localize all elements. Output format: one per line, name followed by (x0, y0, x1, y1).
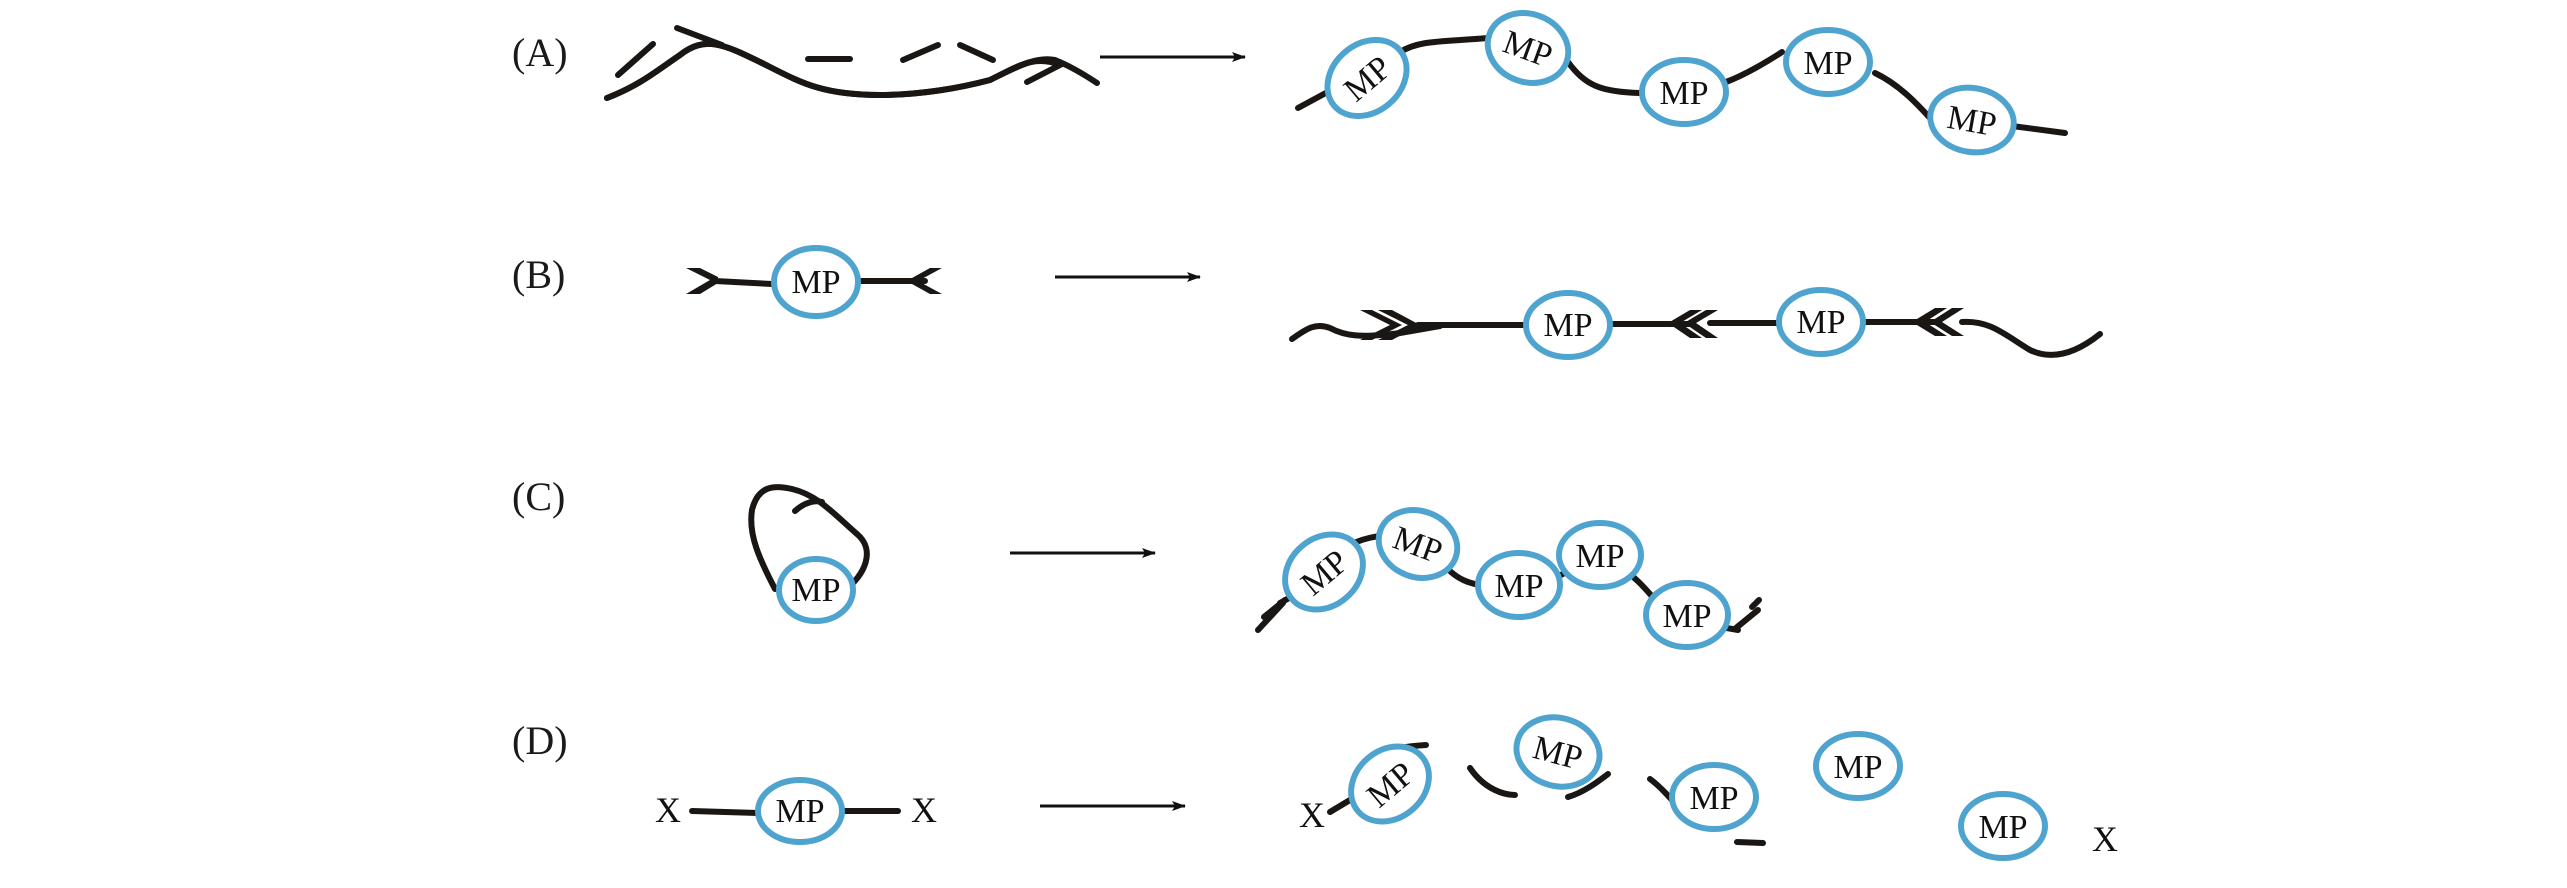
unit-ring (1513, 714, 1603, 790)
unit-label: MP (1944, 99, 1999, 144)
backbone (1959, 318, 2103, 358)
end-group-x: X (2092, 819, 2118, 859)
monomer-b: MP (686, 245, 942, 319)
chevron-end-left (686, 268, 718, 294)
product-c: MP MP MP MP MP (1255, 507, 1762, 650)
monomer-a (604, 25, 1100, 101)
unit-label: MP (1494, 568, 1543, 605)
end-group-x: X (1299, 795, 1325, 835)
end-group-x: X (911, 790, 937, 830)
vinyl-end (1749, 597, 1762, 610)
unit: MP (1513, 714, 1603, 790)
unit-ring (1484, 10, 1572, 86)
ring-strand (748, 484, 870, 593)
segment (900, 42, 941, 63)
unit-ring (1375, 507, 1461, 581)
unit-ring (1776, 287, 1866, 357)
unit-ring (1669, 762, 1759, 832)
segment (957, 42, 996, 63)
panel-label-c: (C) (512, 474, 565, 519)
unit: MP (1556, 520, 1644, 590)
unit: MP (1639, 57, 1729, 127)
unit: MP (1324, 37, 1410, 119)
unit-ring (771, 245, 861, 319)
unit: MP (1348, 743, 1432, 825)
unit-ring (1958, 791, 2048, 861)
unit-ring (1348, 743, 1432, 825)
vinyl-end (1255, 600, 1286, 633)
unit: MP (1783, 27, 1873, 97)
unit-label: MP (1575, 538, 1624, 575)
strand (712, 278, 775, 287)
unit-label: MP (791, 572, 840, 609)
unit-label: MP (1803, 45, 1852, 82)
unit: MP (1813, 731, 1903, 801)
panel-label-a: (A) (512, 30, 568, 75)
unit: MP (1927, 84, 2017, 156)
unit-label: MP (1833, 749, 1882, 786)
unit-ring (1556, 520, 1644, 590)
product-b: MP MP (1289, 287, 2103, 360)
panel-a: (A) MP MP MP (512, 10, 2068, 156)
unit: MP (1643, 580, 1731, 650)
panel-d: (D) X X MP X X MP MP (512, 714, 2118, 861)
unit: MP (755, 777, 845, 845)
segment (615, 41, 656, 78)
end-group-x: X (655, 790, 681, 830)
unit-ring (1927, 84, 2017, 156)
unit: MP (776, 556, 856, 624)
unit: MP (1669, 762, 1759, 832)
strand (689, 808, 761, 816)
unit-ring (1783, 27, 1873, 97)
chevron-linkage (1668, 310, 1718, 338)
unit-ring (755, 777, 845, 845)
unit-label: MP (1543, 307, 1592, 344)
vinyl-end (1733, 607, 1761, 631)
unit: MP (1776, 287, 1866, 357)
unit: MP (1523, 290, 1613, 360)
unit-ring (1324, 37, 1410, 119)
panel-label-d: (D) (512, 718, 568, 763)
unit-label: MP (1796, 304, 1845, 341)
unit-ring (1639, 57, 1729, 127)
segment (674, 25, 725, 48)
chevron-end-right (912, 268, 942, 294)
panel-b: (B) MP MP (512, 245, 2103, 360)
unit: MP (1375, 507, 1461, 581)
unit: MP (1282, 531, 1366, 613)
backbone (1295, 35, 2068, 136)
product-a: MP MP MP MP MP (1295, 10, 2068, 156)
unit-ring (1282, 531, 1366, 613)
unit-ring (1523, 290, 1613, 360)
unit-ring (1475, 550, 1563, 620)
template-strand (604, 40, 1100, 101)
unit: MP (771, 245, 861, 319)
unit: MP (1958, 791, 2048, 861)
unit-label: MP (1662, 598, 1711, 635)
unit-label: MP (791, 264, 840, 301)
unit-ring (1643, 580, 1731, 650)
chevron-linkage (1912, 308, 1964, 336)
unit: MP (1484, 10, 1572, 86)
monomer-d: X X MP (655, 777, 937, 845)
product-d: X X MP MP MP MP MP (1299, 714, 2118, 861)
unit-label: MP (1978, 809, 2027, 846)
panel-label-b: (B) (512, 252, 565, 297)
unit-ring (776, 556, 856, 624)
chevron-linkage (1360, 310, 1420, 340)
segment (792, 498, 825, 514)
unit-ring (1813, 731, 1903, 801)
unit-label: MP (1689, 780, 1738, 817)
unit-label: MP (775, 793, 824, 830)
unit-label: MP (1659, 75, 1708, 112)
panel-c: (C) MP MP MP M (512, 474, 1762, 650)
unit: MP (1475, 550, 1563, 620)
monomer-c: MP (748, 484, 870, 624)
